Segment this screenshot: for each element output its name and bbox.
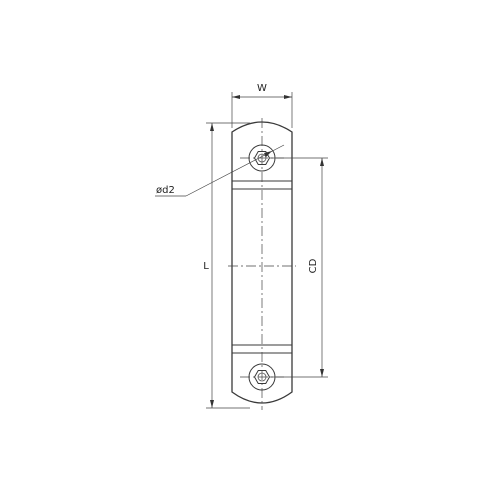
part-outline: [231, 121, 293, 404]
bolt-hole-diameter-label: ød2: [156, 185, 175, 196]
bolt-hole-leader: [155, 144, 285, 197]
center-distance-dimension: [270, 157, 328, 378]
length-dimension: [206, 122, 250, 409]
length-label: L: [203, 261, 209, 272]
center-distance-label: CD: [308, 258, 319, 273]
width-dimension: [231, 92, 293, 128]
width-label: W: [257, 83, 267, 94]
